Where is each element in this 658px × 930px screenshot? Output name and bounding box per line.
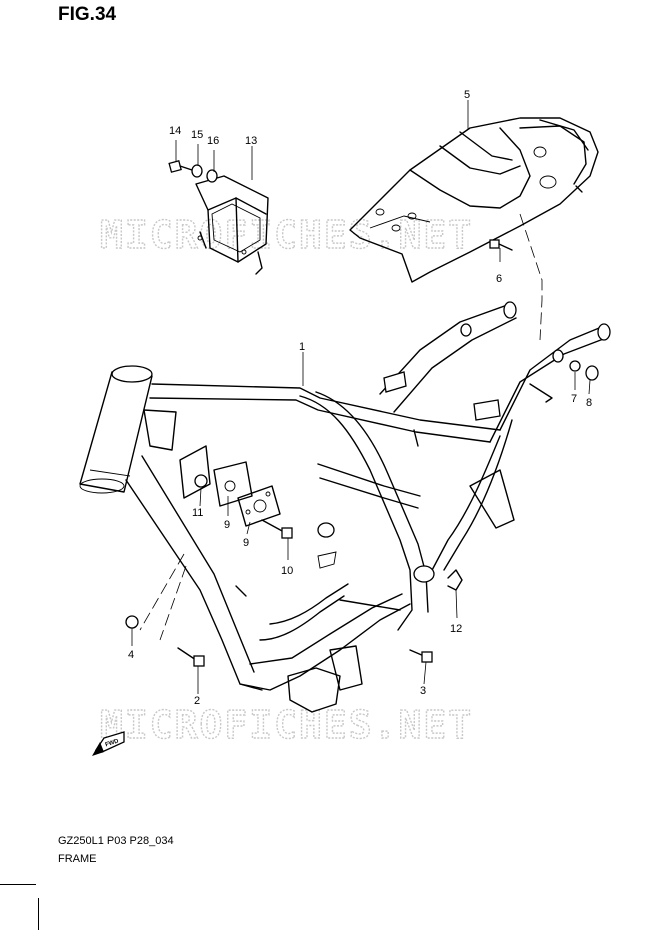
callout-9-lower: 9 bbox=[243, 537, 249, 549]
part-1-frame bbox=[79, 301, 611, 713]
part-9-plate-upper bbox=[213, 461, 253, 507]
corner-mark-horizontal bbox=[0, 884, 36, 885]
part-3-bolt bbox=[409, 649, 433, 663]
watermark-bottom: MICROFICHES.NET bbox=[100, 703, 473, 747]
callout-9-upper: 9 bbox=[224, 519, 230, 531]
callout-13: 13 bbox=[245, 135, 257, 147]
callout-4: 4 bbox=[128, 649, 134, 661]
callout-15: 15 bbox=[191, 129, 203, 141]
model-code: GZ250L1 P03 P28_034 bbox=[58, 835, 174, 847]
callout-7: 7 bbox=[571, 393, 577, 405]
figure-title: FIG.34 bbox=[58, 4, 117, 25]
part-13-bracket bbox=[195, 175, 269, 275]
corner-mark-vertical bbox=[38, 898, 39, 930]
part-10-bolt bbox=[261, 519, 293, 539]
callout-14: 14 bbox=[169, 125, 181, 137]
callout-2: 2 bbox=[194, 695, 200, 707]
callout-6: 6 bbox=[496, 273, 502, 285]
part-16-nut bbox=[206, 169, 218, 183]
part-8-nut bbox=[585, 365, 599, 381]
fwd-label: FWD bbox=[105, 738, 120, 748]
watermark-top: MICROFICHES.NET bbox=[100, 213, 473, 257]
callout-5: 5 bbox=[464, 89, 470, 101]
callout-8: 8 bbox=[586, 397, 592, 409]
part-7-collar bbox=[569, 360, 581, 372]
callout-16: 16 bbox=[207, 135, 219, 147]
part-9-plate-lower bbox=[237, 485, 281, 527]
callout-labels: 1 2 3 4 5 6 7 8 9 9 10 11 12 13 14 15 16 bbox=[128, 89, 592, 707]
callout-12: 12 bbox=[450, 623, 462, 635]
callout-1: 1 bbox=[299, 341, 305, 353]
fwd-arrow-icon: FWD bbox=[92, 731, 125, 756]
part-14-bolt bbox=[168, 160, 193, 173]
callout-11: 11 bbox=[192, 507, 203, 519]
callout-3: 3 bbox=[420, 685, 426, 697]
part-2-bolt bbox=[177, 647, 205, 667]
part-15-washer bbox=[191, 164, 203, 178]
part-4-nut bbox=[125, 615, 139, 629]
section-name: FRAME bbox=[58, 853, 97, 865]
part-12-clip bbox=[447, 569, 463, 591]
part-11-nut bbox=[194, 474, 208, 488]
callout-10: 10 bbox=[281, 565, 293, 577]
part-6-bolt bbox=[489, 239, 513, 251]
part-5-rear-fender bbox=[349, 117, 599, 283]
